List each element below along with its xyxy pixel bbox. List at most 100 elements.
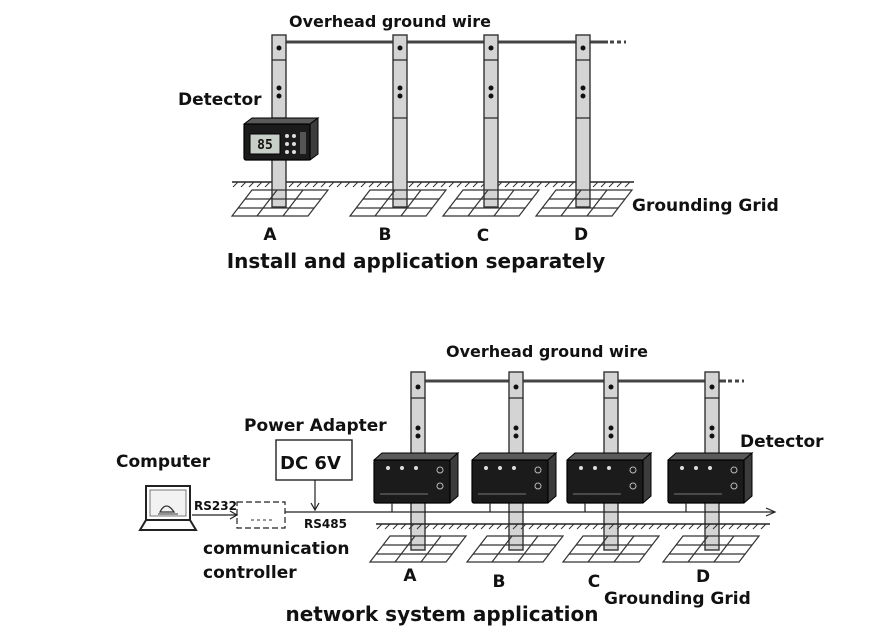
ground-hatch-mark [536,181,543,188]
ground-hatch-mark [648,523,655,530]
ground-hatch-mark [376,523,383,530]
ground-hatch-mark [408,523,415,530]
bottom-detector-d [666,451,754,505]
top-point-a: A [263,225,277,245]
top-grid-c [441,189,541,217]
ground-hatch-mark [344,181,351,188]
ground-hatch-mark [368,181,375,188]
ground-hatch-mark [424,181,431,188]
bottom-detector-label: Detector [740,432,824,452]
bottom-point-a: A [403,566,417,586]
top-detector-reading: 85 [257,138,273,153]
top-point-c: C [477,226,489,246]
bottom-detector-b [470,451,558,505]
top-pole-c [483,34,499,208]
ground-hatch-mark [472,181,479,188]
ground-hatch-mark [400,523,407,530]
bottom-caption: network system application [285,602,598,626]
dc-voltage-label: DC 6V [280,453,341,474]
ground-hatch-mark [312,181,319,188]
ground-hatch-mark [424,523,431,530]
ground-hatch-mark [464,181,471,188]
ground-hatch-mark [560,181,567,188]
bottom-detector-c [565,451,653,505]
ground-hatch-mark [504,181,511,188]
ground-hatch-mark [632,523,639,530]
ground-hatch-mark [480,523,487,530]
ground-hatch-mark [520,523,527,530]
bottom-grid-a [368,535,468,563]
ground-hatch-mark [456,181,463,188]
top-point-d: D [574,225,588,245]
ground-hatch-mark [592,181,599,188]
top-wire-label: Overhead ground wire [289,12,491,31]
ground-hatch-mark [384,523,391,530]
top-grid-a [230,189,330,217]
bottom-ground-hatching [376,523,767,530]
ground-hatch-mark [536,523,543,530]
bottom-grid-c [561,535,661,563]
bottom-grounding-label: Grounding Grid [604,589,751,609]
rs485-label: RS485 [304,517,347,531]
ground-hatch-mark [544,523,551,530]
ground-hatch-mark [464,523,471,530]
ground-hatch-mark [432,181,439,188]
ground-hatch-mark [616,523,623,530]
ground-hatch-mark [256,181,263,188]
rs232-label: RS232 [194,499,237,513]
ground-hatch-mark [704,523,711,530]
bottom-point-c: C [588,572,600,592]
ground-hatch-mark [528,181,535,188]
ground-hatch-mark [584,523,591,530]
ground-hatch-mark [232,181,239,188]
ground-hatch-mark [496,523,503,530]
top-pole-d [575,34,591,208]
top-detector-device: 85 [242,117,320,161]
ground-hatch-mark [656,523,663,530]
ground-hatch-mark [760,523,767,530]
ground-hatch-mark [408,181,415,188]
ground-hatch-mark [504,523,511,530]
ground-hatch-mark [720,523,727,530]
ground-hatch-mark [440,181,447,188]
ground-hatch-mark [672,523,679,530]
ground-hatch-mark [608,181,615,188]
ground-hatch-mark [576,523,583,530]
communication-controller-box [236,501,286,529]
ground-hatch-mark [736,523,743,530]
bottom-point-d: D [696,567,710,587]
ground-hatch-mark [544,181,551,188]
ground-hatch-mark [680,523,687,530]
ground-hatch-mark [440,523,447,530]
ground-hatch-mark [240,181,247,188]
ground-hatch-mark [320,181,327,188]
ground-hatch-mark [712,523,719,530]
ground-hatch-mark [304,181,311,188]
ground-hatch-mark [528,523,535,530]
ground-hatch-mark [664,523,671,530]
ground-hatch-mark [328,181,335,188]
controller-label-line1: communication [203,539,350,559]
ground-hatch-mark [624,181,631,188]
ground-hatch-mark [360,181,367,188]
bottom-point-b: B [493,572,506,592]
ground-hatch-mark [752,523,759,530]
ground-hatch-mark [296,181,303,188]
ground-hatch-mark [568,523,575,530]
top-grid-d [534,189,634,217]
power-adapter-label: Power Adapter [244,416,387,436]
power-adapter-box [275,439,353,481]
ground-hatch-mark [600,523,607,530]
power-arrow-icon [310,502,320,512]
bottom-detector-a [372,451,460,505]
ground-hatch-mark [416,523,423,530]
ground-hatch-mark [520,181,527,188]
computer-label: Computer [116,452,211,472]
bottom-grid-d [661,535,761,563]
rs232-arrow-icon [229,510,239,520]
ground-hatch-mark [568,181,575,188]
ground-hatch-mark [600,181,607,188]
ground-hatch-mark [376,181,383,188]
ground-hatch-mark [456,523,463,530]
